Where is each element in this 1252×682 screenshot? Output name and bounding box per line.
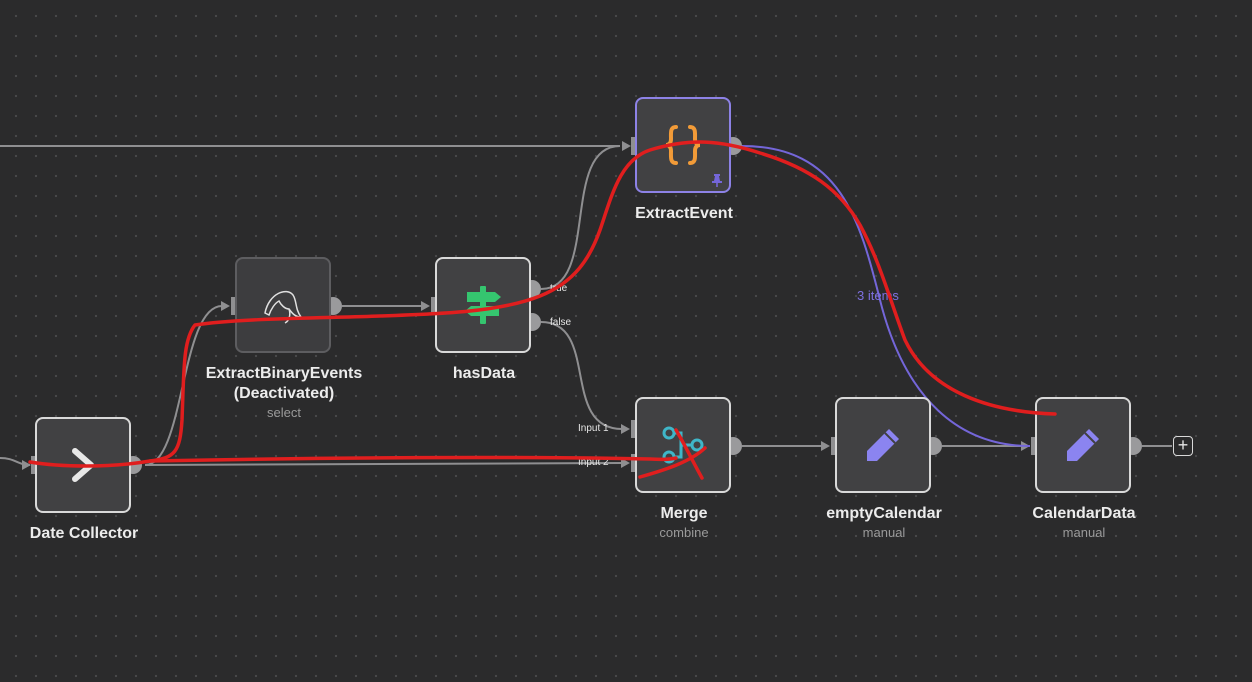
node-label-calendar-data: CalendarData <box>1032 505 1136 522</box>
input-label-1: Input 1 <box>578 423 609 434</box>
node-subtitle-calendar-data: manual <box>1062 525 1106 540</box>
pin-icon <box>712 174 722 187</box>
node-subtitle-extract-binary-events: select <box>267 405 301 420</box>
node-label-empty-calendar: emptyCalendar <box>826 505 942 522</box>
input-label-2: Input 2 <box>578 457 609 468</box>
connection-items-count: 3 items <box>857 288 899 303</box>
arrowhead <box>621 458 630 468</box>
node-has-data[interactable] <box>435 257 531 353</box>
node-subtitle-merge: combine <box>659 525 709 540</box>
node-label-has-data: hasData <box>452 365 516 382</box>
signpost-icon <box>465 286 501 324</box>
node-merge[interactable] <box>635 397 731 493</box>
output-label-false: false <box>550 317 572 328</box>
node-subtitle-empty-calendar: manual <box>862 525 906 540</box>
wire-date-collector-to-merge-input2 <box>144 462 623 466</box>
merge-icon <box>662 426 704 464</box>
add-node-button[interactable]: + <box>1173 436 1193 456</box>
chevron-right-icon <box>72 448 94 482</box>
braces-icon <box>665 125 701 165</box>
arrowhead <box>821 441 830 451</box>
node-empty-calendar[interactable] <box>835 397 931 493</box>
node-date-collector[interactable] <box>35 417 131 513</box>
node-label-extract-binary-events: ExtractBinaryEvents (Deactivated) <box>184 364 384 404</box>
node-extract-binary-events[interactable] <box>235 257 331 353</box>
arrowhead <box>621 424 630 434</box>
arrowhead <box>221 301 230 311</box>
output-label-true: true <box>550 283 568 294</box>
pencil-icon <box>1067 429 1099 461</box>
node-label-merge: Merge <box>660 505 708 522</box>
pencil-icon <box>867 429 899 461</box>
node-calendar-data[interactable] <box>1035 397 1131 493</box>
node-label-text: ExtractBinaryEvents (Deactivated) <box>205 365 363 402</box>
mysql-dolphin-icon <box>264 290 303 324</box>
arrowhead <box>622 141 631 151</box>
node-label-extract-event: ExtractEvent <box>635 205 733 222</box>
arrowhead <box>22 460 31 470</box>
node-label-date-collector: Date Collector <box>29 525 139 542</box>
arrowhead <box>421 301 430 311</box>
node-extract-event[interactable] <box>635 97 731 193</box>
